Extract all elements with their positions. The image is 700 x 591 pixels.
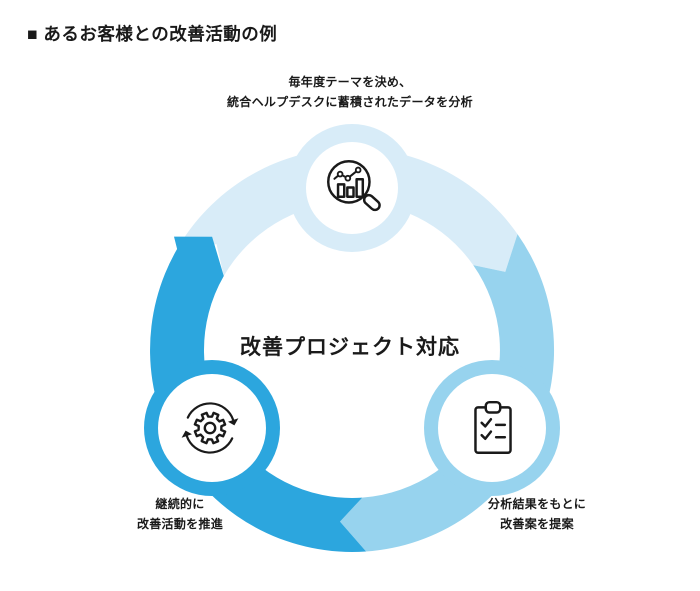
- sync-arrow-bottom: [185, 434, 234, 454]
- checkmark: [480, 430, 493, 441]
- clipboard-checklist-icon: [474, 400, 512, 454]
- bar-middle: [346, 186, 355, 199]
- step-label-promote: 継続的に 改善活動を推進: [75, 494, 285, 534]
- cycle-arc-analyze: [177, 147, 518, 276]
- checkmark: [480, 417, 493, 428]
- step-label-promote-line1: 継続的に: [155, 497, 205, 511]
- step-label-propose-line2: 改善案を提案: [500, 517, 574, 531]
- page-title: ■ あるお客様との改善活動の例: [27, 24, 278, 44]
- magnifier-chart-icon: [327, 159, 381, 212]
- step-label-promote-line2: 改善活動を推進: [136, 517, 224, 531]
- arrowhead: [228, 418, 239, 426]
- bar-right: [355, 178, 365, 199]
- cycle-center-label: 改善プロジェクト対応: [240, 336, 460, 359]
- step-label-analyze-line1: 毎年度テーマを決め、: [288, 75, 412, 89]
- step-label-analyze: 毎年度テーマを決め、 統合ヘルプデスクに蓄積されたデータを分析: [0, 72, 700, 112]
- step-label-analyze-line2: 統合ヘルプデスクに蓄積されたデータを分析: [226, 95, 473, 109]
- arrowhead: [181, 430, 192, 438]
- gear-sync-icon: [181, 402, 239, 454]
- step-label-propose-line1: 分析結果をもとに: [487, 497, 587, 511]
- node-circle-propose: [438, 374, 546, 482]
- bar-left: [336, 183, 346, 199]
- step-label-propose: 分析結果をもとに 改善案を提案: [432, 494, 642, 534]
- sync-arrow-top: [186, 402, 235, 422]
